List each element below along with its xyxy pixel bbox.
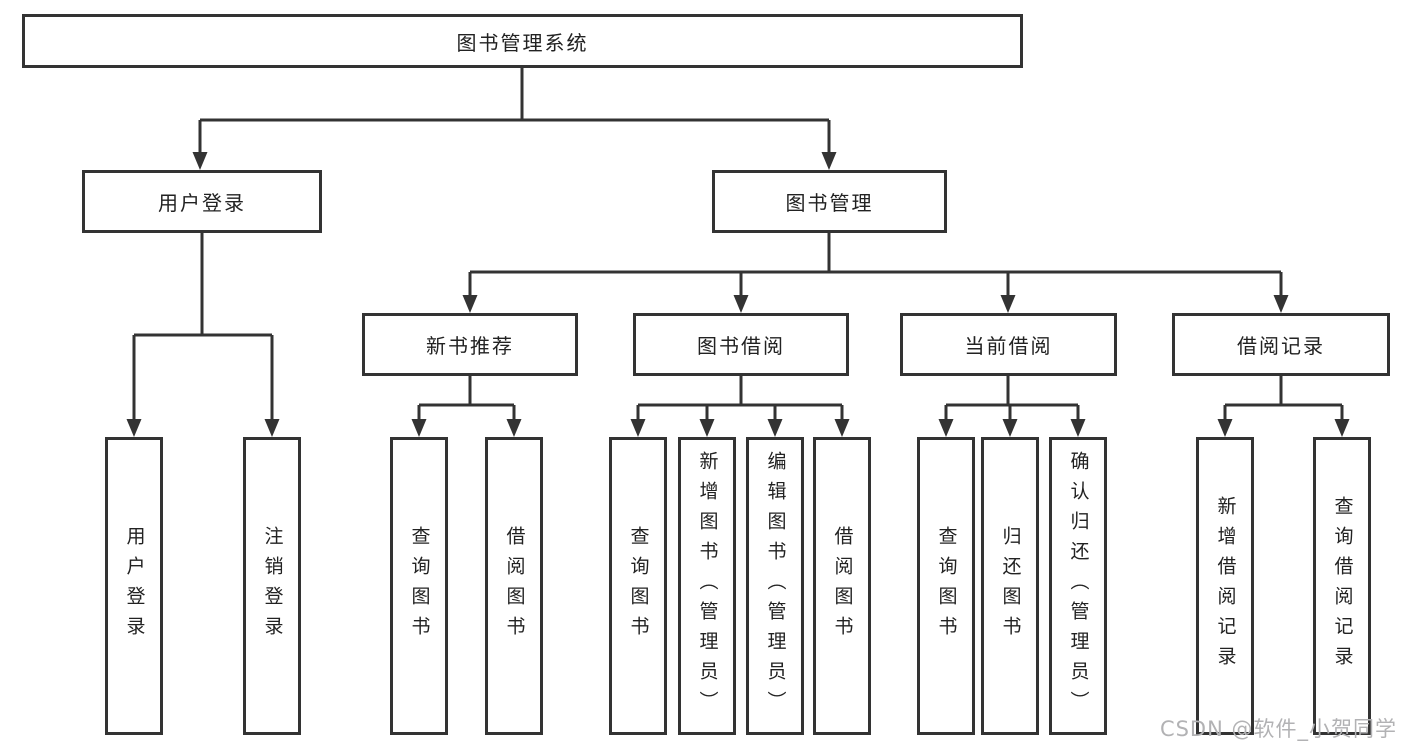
arrowhead bbox=[1334, 419, 1350, 437]
arrowhead bbox=[733, 295, 749, 313]
arrowhead bbox=[699, 419, 715, 437]
arrowhead bbox=[938, 419, 954, 437]
leaf-edit-book-admin: 编辑图书（管理员） bbox=[746, 437, 804, 735]
arrowhead bbox=[192, 152, 208, 170]
leaf-return-book: 归还图书 bbox=[981, 437, 1039, 735]
leaf-query-borrow-record: 查询借阅记录 bbox=[1313, 437, 1371, 735]
node-current-borrow: 当前借阅 bbox=[900, 313, 1117, 376]
leaf-user-login: 用户登录 bbox=[105, 437, 163, 735]
arrowhead bbox=[126, 419, 142, 437]
arrowhead bbox=[1217, 419, 1233, 437]
arrowhead bbox=[264, 419, 280, 437]
connector-book-management-branch bbox=[468, 233, 1283, 299]
arrowhead bbox=[630, 419, 646, 437]
arrowhead bbox=[767, 419, 783, 437]
leaf-add-book-admin: 新增图书（管理员） bbox=[678, 437, 736, 735]
node-book-borrow: 图书借阅 bbox=[633, 313, 849, 376]
arrowhead bbox=[834, 419, 850, 437]
node-user-login: 用户登录 bbox=[82, 170, 322, 233]
connector-user-login-branch bbox=[132, 233, 274, 423]
arrowhead bbox=[411, 419, 427, 437]
leaf-query-book-current: 查询图书 bbox=[917, 437, 975, 735]
arrowhead bbox=[1000, 295, 1016, 313]
connector-new-book-branch bbox=[417, 376, 516, 423]
arrowhead bbox=[1070, 419, 1086, 437]
arrowhead bbox=[506, 419, 522, 437]
leaf-query-book-recommend: 查询图书 bbox=[390, 437, 448, 735]
connector-borrow-record-branch bbox=[1223, 376, 1344, 423]
node-book-management: 图书管理 bbox=[712, 170, 947, 233]
arrowhead bbox=[1002, 419, 1018, 437]
node-borrow-record: 借阅记录 bbox=[1172, 313, 1390, 376]
leaf-borrow-book: 借阅图书 bbox=[813, 437, 871, 735]
leaf-query-book-borrow: 查询图书 bbox=[609, 437, 667, 735]
arrowhead bbox=[821, 152, 837, 170]
leaf-borrow-book-recommend: 借阅图书 bbox=[485, 437, 543, 735]
leaf-confirm-return-admin: 确认归还（管理员） bbox=[1049, 437, 1107, 735]
csdn-watermark: CSDN @软件_小贺同学 bbox=[1159, 717, 1397, 741]
node-system-root: 图书管理系统 bbox=[22, 14, 1023, 68]
connector-root-to-level2 bbox=[198, 68, 831, 156]
leaf-logout: 注销登录 bbox=[243, 437, 301, 735]
arrowhead bbox=[1273, 295, 1289, 313]
connector-book-borrow-branch bbox=[636, 376, 844, 423]
arrowheads bbox=[126, 152, 1350, 437]
connector-current-borrow-branch bbox=[944, 376, 1080, 423]
node-new-book-recommend: 新书推荐 bbox=[362, 313, 578, 376]
leaf-add-borrow-record: 新增借阅记录 bbox=[1196, 437, 1254, 735]
arrowhead bbox=[462, 295, 478, 313]
